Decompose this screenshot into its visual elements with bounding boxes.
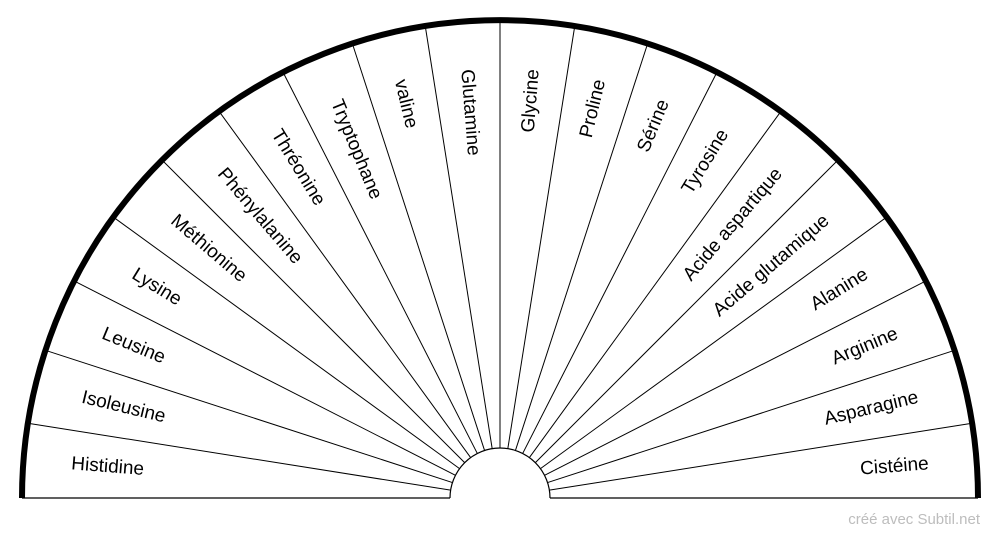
segment-divider [547,349,955,484]
segment-label: Histidine [71,453,145,480]
segment-divider [522,71,718,454]
segment-divider [218,110,472,458]
segment-divider [112,216,460,470]
segment-divider [549,422,973,491]
segment-label: Leusine [99,323,169,368]
segment-divider [45,349,453,484]
segment-label: Glycine [518,68,544,133]
segment-label: Arginine [829,323,901,369]
segment-label: Proline [576,77,610,139]
segment-label: Isoleusine [80,387,168,427]
segment-label: Asparagine [822,387,920,430]
segment-label: Lysine [128,264,185,310]
segment-divider [27,422,451,491]
segment-divider [544,280,927,476]
segment-label: Tyrosine [678,126,733,198]
segment-label: Alanine [807,264,872,315]
outer-arc [19,17,981,499]
segment-divider [73,280,456,476]
segment-divider [424,25,493,449]
segment-label: Glutamine [456,68,484,156]
segment-divider [282,71,478,454]
segment-divider [161,159,465,463]
credit-text: créé avec Subtil.net [848,511,980,528]
segment-divider [540,216,888,470]
segment-label: Cistéine [859,453,929,479]
segment-label: Méthionine [167,210,251,286]
segment-label: Tryptophane [326,97,386,203]
hub-arc [449,447,551,499]
segment-label: Sérine [633,97,673,156]
segment-divider [507,25,576,449]
segment-divider [535,159,839,463]
segment-label: Thréonine [267,126,330,210]
segment-label: valine [390,77,422,130]
segment-divider [528,110,782,458]
segment-divider [351,43,486,451]
segment-divider [514,43,649,451]
